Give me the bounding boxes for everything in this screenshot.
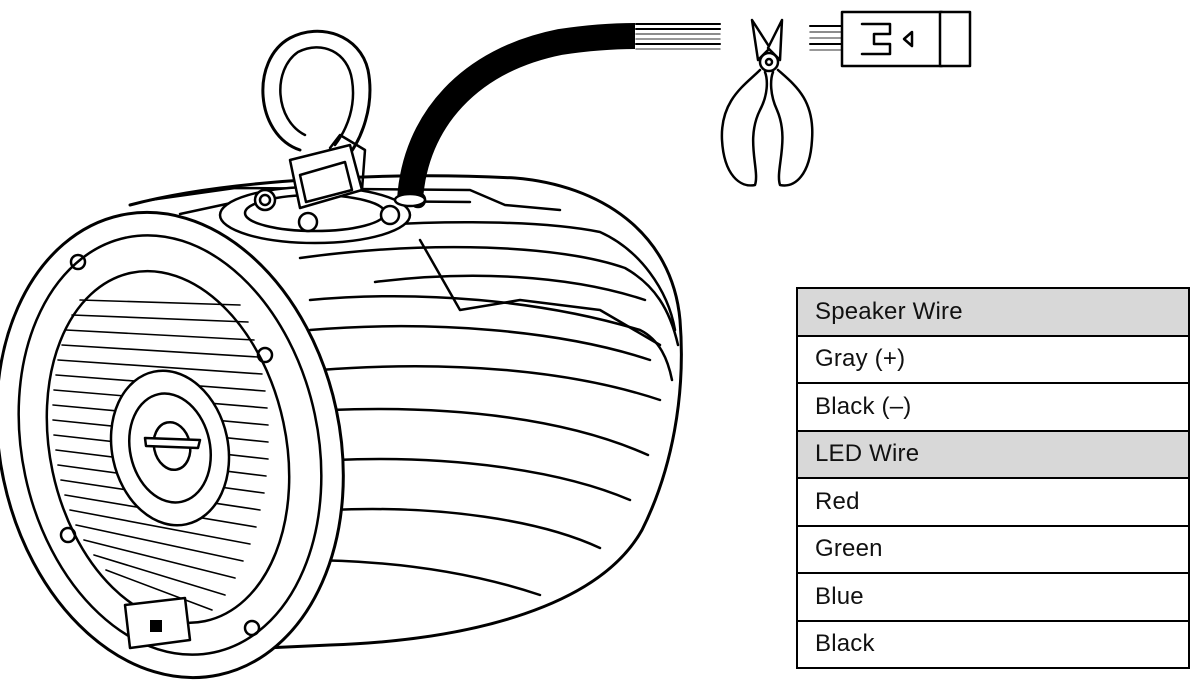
wire-label: LED Wire bbox=[796, 429, 1190, 479]
wire-label: Red bbox=[796, 477, 1190, 527]
cable-icon bbox=[393, 23, 721, 208]
wire-group-header: Speaker Wire bbox=[796, 287, 1190, 337]
wire-label: Gray (+) bbox=[796, 334, 1190, 384]
wire-color-row: Black bbox=[796, 619, 1190, 669]
connector-plug-icon bbox=[809, 10, 972, 68]
wire-label: Black (–) bbox=[796, 382, 1190, 432]
wire-group-header: LED Wire bbox=[796, 429, 1190, 479]
speaker-front bbox=[0, 210, 345, 680]
wire-color-row: Gray (+) bbox=[796, 334, 1190, 384]
mounting-clamp-icon bbox=[218, 29, 427, 245]
wire-color-row: Black (–) bbox=[796, 382, 1190, 432]
wire-color-row: Blue bbox=[796, 572, 1190, 622]
wire-label: Green bbox=[796, 524, 1190, 574]
wire-color-row: Green bbox=[796, 524, 1190, 574]
speaker-body bbox=[128, 174, 683, 652]
wire-cutter-icon bbox=[720, 18, 814, 187]
wire-label: Black bbox=[796, 619, 1190, 669]
wire-label: Blue bbox=[796, 572, 1190, 622]
wire-color-row: Red bbox=[796, 477, 1190, 527]
wire-label: Speaker Wire bbox=[796, 287, 1190, 337]
